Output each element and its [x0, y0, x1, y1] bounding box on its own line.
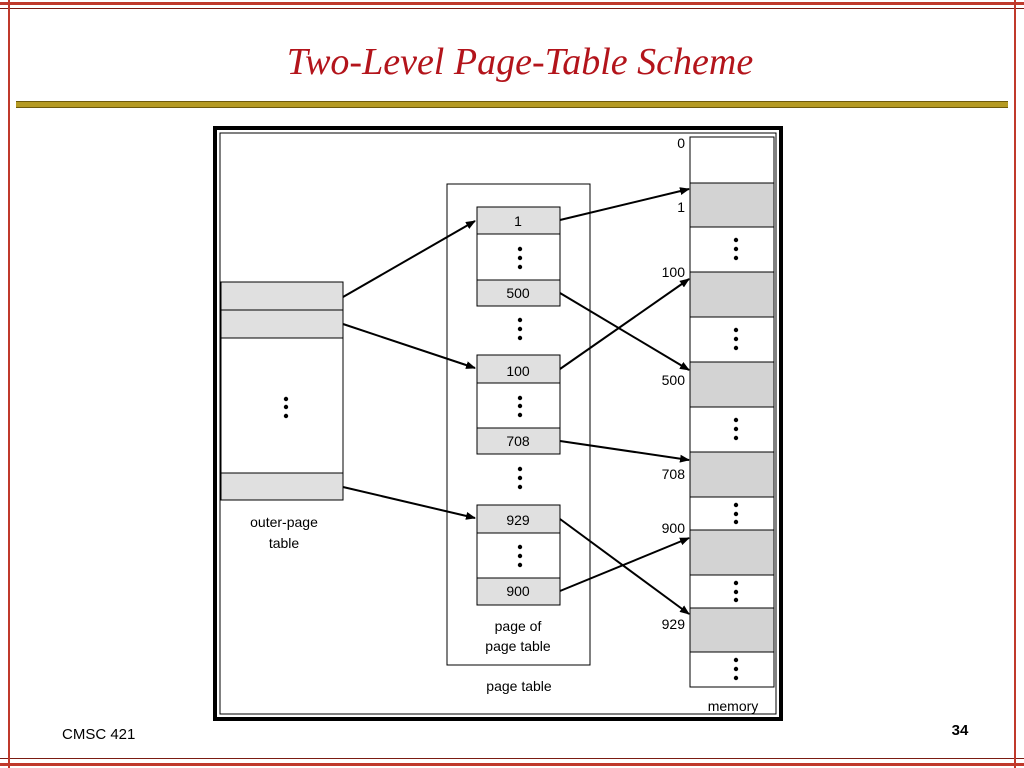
- ellipsis-dots: [517, 246, 523, 270]
- memory-frame: [689, 607, 775, 653]
- inner-entry-label: 900: [506, 583, 530, 599]
- ellipsis-dots: [517, 466, 523, 490]
- memory-address-label: 1: [677, 199, 685, 215]
- outer-table-entry: [220, 309, 344, 339]
- outer-table-entry: [220, 472, 344, 501]
- ellipsis-dots: [733, 580, 739, 603]
- inner-entry-label: 500: [506, 285, 530, 301]
- page-table: 1 500 100 708 929 900 page of page table…: [446, 183, 591, 694]
- top-border-inner: [0, 8, 1024, 9]
- page-table-label: page table: [486, 678, 552, 694]
- outer-table-label-line2: table: [269, 535, 300, 551]
- outer-table-label-line1: outer-page: [250, 514, 318, 530]
- page-table-outline: [446, 183, 591, 666]
- inner-page-table-3: 929 900: [476, 504, 561, 606]
- ellipsis-dots: [733, 502, 739, 525]
- memory-outline: [689, 136, 775, 688]
- inner-page-table-2: 100 708: [476, 354, 561, 455]
- slide-page-number: 34: [951, 722, 969, 739]
- arrow-outer-to-inner-2: [342, 323, 476, 369]
- slide-title: Two-Level Page-Table Scheme: [286, 41, 754, 83]
- arrow-entry-900-to-memory: [559, 537, 690, 592]
- left-border: [8, 0, 10, 768]
- memory: 0 1 100 500 708 900 929 memory: [662, 135, 775, 714]
- page-of-page-table-label-line2: page table: [485, 638, 551, 654]
- arrow-outer-to-inner-3: [342, 486, 476, 520]
- ellipsis-dots: [283, 396, 289, 419]
- memory-address-label: 708: [662, 466, 686, 482]
- arrow-entry-929-to-memory: [559, 518, 690, 615]
- inner-page-table-1: 1 500: [476, 206, 561, 307]
- memory-address-label: 900: [662, 520, 686, 536]
- arrow-entry-500-to-memory: [559, 292, 690, 371]
- ellipsis-dots: [733, 327, 739, 351]
- figure-inner-border: [219, 132, 777, 715]
- inner-entry-label: 1: [514, 213, 522, 229]
- title-rule: [16, 101, 1008, 108]
- pointer-arrows: [342, 187, 690, 615]
- ellipsis-dots: [733, 237, 739, 261]
- memory-frame: [689, 271, 775, 318]
- inner-entry-label: 708: [506, 433, 530, 449]
- ellipsis-dots: [733, 657, 739, 681]
- arrow-entry-100-to-memory: [559, 278, 690, 370]
- footer-course-label: CMSC 421: [62, 726, 136, 743]
- bottom-border-inner: [0, 758, 1024, 759]
- memory-frame: [689, 361, 775, 408]
- memory-address-label: 929: [662, 616, 686, 632]
- page-of-page-table-label-line1: page of: [495, 618, 542, 634]
- outer-table-entry: [220, 281, 344, 311]
- memory-address-label: 500: [662, 372, 686, 388]
- inner-entry-label: 929: [506, 512, 530, 528]
- memory-frame: [689, 182, 775, 228]
- outer-page-table: outer-page table: [220, 281, 344, 551]
- arrow-entry-708-to-memory: [559, 440, 690, 463]
- inner-entry-label: 100: [506, 363, 530, 379]
- memory-frame: [689, 529, 775, 576]
- memory-address-label: 0: [677, 135, 685, 151]
- ellipsis-dots: [517, 544, 523, 568]
- right-border: [1014, 0, 1016, 768]
- bottom-border: [0, 763, 1024, 766]
- ellipsis-dots: [517, 317, 523, 341]
- ellipsis-dots: [733, 417, 739, 441]
- top-border: [0, 2, 1024, 5]
- arrow-outer-to-inner-1: [342, 220, 476, 298]
- memory-label: memory: [708, 698, 759, 714]
- arrow-entry-1-to-memory: [559, 187, 690, 221]
- ellipsis-dots: [517, 395, 523, 418]
- memory-frame: [689, 451, 775, 498]
- memory-address-label: 100: [662, 264, 686, 280]
